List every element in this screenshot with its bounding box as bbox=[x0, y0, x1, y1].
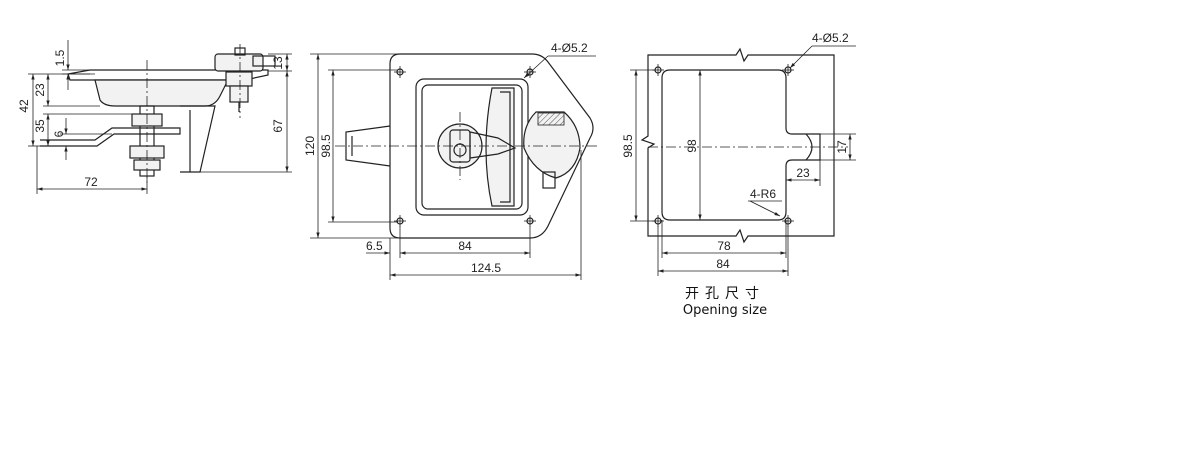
dim-42: 42 bbox=[17, 99, 31, 113]
side-nut-lower bbox=[229, 85, 249, 103]
front-key-stem bbox=[542, 171, 556, 189]
dim-6-5: 6.5 bbox=[366, 239, 383, 253]
side-nut-upper bbox=[225, 71, 253, 87]
front-holes-label: 4-Ø5.2 bbox=[551, 41, 588, 55]
cutout-dim-84: 84 bbox=[716, 257, 730, 271]
dim-6: 6 bbox=[52, 130, 66, 137]
front-t-handle bbox=[485, 87, 515, 207]
front-recess-inner bbox=[421, 84, 523, 210]
side-recess-body bbox=[94, 79, 229, 107]
dim-35: 35 bbox=[33, 119, 47, 133]
dim-84: 84 bbox=[458, 239, 472, 253]
cutout-dim-23: 23 bbox=[796, 166, 810, 180]
dim-1-5: 1.5 bbox=[53, 49, 67, 66]
dim-98-5: 98.5 bbox=[319, 134, 333, 158]
dim-120: 120 bbox=[303, 136, 317, 156]
cutout-panel bbox=[640, 47, 835, 244]
side-handle-cap bbox=[214, 53, 264, 72]
opening-size-caption-en: Opening size bbox=[682, 303, 768, 318]
cutout-dim-78: 78 bbox=[717, 239, 731, 253]
dim-124-5: 124.5 bbox=[471, 261, 501, 275]
opening-size-caption-cn: 开孔尺寸 bbox=[685, 286, 765, 302]
front-latch-tongue bbox=[345, 125, 391, 167]
dim-13: 13 bbox=[271, 56, 285, 70]
front-plate bbox=[389, 53, 594, 239]
side-bracket bbox=[180, 105, 216, 173]
dim-23: 23 bbox=[33, 83, 47, 97]
cutout-holes bbox=[652, 64, 794, 227]
front-view: 4-Ø5.2 120 98.5 6.5 84 124.5 bbox=[303, 41, 598, 280]
front-key-hatch bbox=[537, 112, 565, 126]
front-key-cylinder bbox=[523, 111, 581, 179]
dim-67: 67 bbox=[271, 119, 285, 133]
cutout-holes-label: 4-Ø5.2 bbox=[812, 31, 849, 45]
cutout-radius-label: 4-R6 bbox=[750, 187, 776, 201]
cutout-dim-98: 98 bbox=[685, 139, 699, 153]
cutout-opening bbox=[661, 69, 821, 221]
cutout-view: 4-Ø5.2 98.5 98 17 23 4-R6 78 84 bbox=[621, 31, 856, 276]
front-mount-holes bbox=[394, 66, 536, 227]
side-view: 1.5 13 42 23 35 6 67 72 bbox=[17, 40, 292, 194]
side-handle-tip bbox=[252, 55, 276, 67]
dim-72: 72 bbox=[84, 175, 98, 189]
front-hub-arm bbox=[469, 131, 517, 159]
cutout-dim-98-5: 98.5 bbox=[621, 134, 635, 158]
cutout-dim-17: 17 bbox=[835, 140, 849, 154]
side-cam-arm bbox=[40, 127, 181, 147]
